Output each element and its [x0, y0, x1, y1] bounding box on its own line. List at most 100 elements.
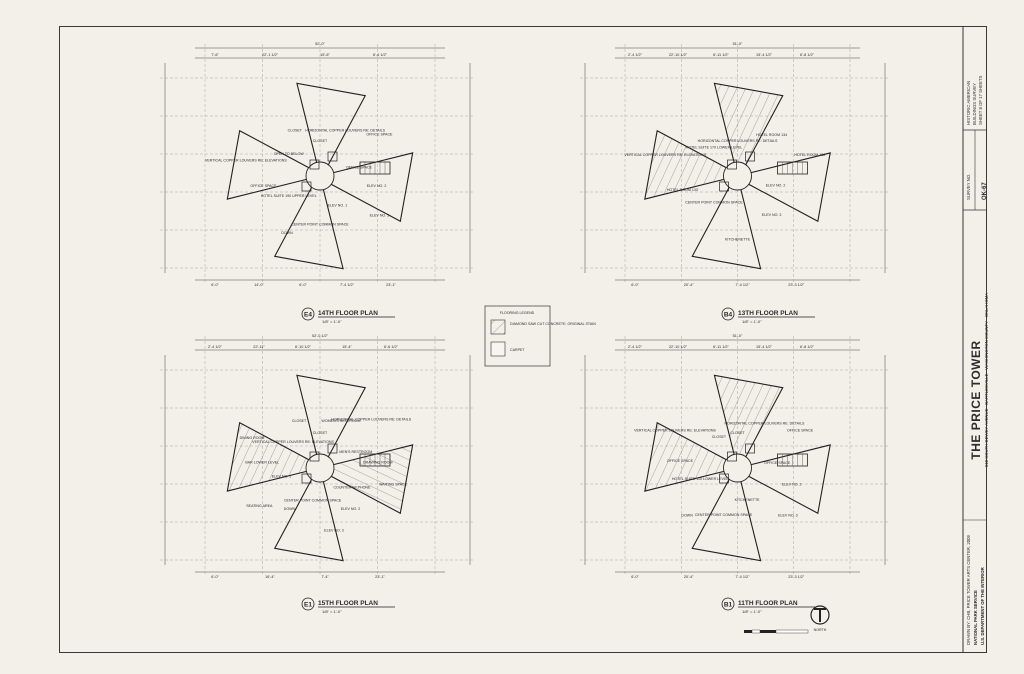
dimension-top: 6'-4 1/2" — [373, 53, 388, 57]
dimension-top: 51'-0" — [733, 42, 743, 46]
room-label: HOTEL ROOM 136 — [794, 153, 825, 157]
sheet-address: 510 SOUTH DEWEY AVENUE · BARTLESVILLE · … — [984, 293, 989, 467]
room-label: HOTEL SUITE 170 LOWER LEVEL — [686, 145, 743, 149]
graphic-scale — [744, 629, 809, 634]
dimension-bottom: 23'-3 1/2" — [788, 575, 805, 579]
room-label: CENTER POINT COMMON SPACE — [291, 222, 349, 226]
room-label: HORIZONTAL COPPER LOUVERS RE: DETAILS — [305, 129, 385, 133]
dimension-top: 6'-8 1/2" — [800, 53, 815, 57]
room-label: OFFICE SPACE — [667, 459, 694, 463]
room-label: COUNTER W/ PHONE — [333, 485, 371, 489]
floor-plans: 52'-0"7'-6"22'-1 1/2"15'-6"6'-4 1/2"6'-0… — [160, 42, 890, 614]
habs-line1: HISTORIC AMERICAN — [966, 81, 971, 125]
survey-number: OK-67 — [982, 182, 988, 200]
floor-plan-b4: 51'-0"2'-4 1/2"22'-10 1/2"6'-11 1/2"15'-… — [580, 42, 890, 324]
dimension-bottom: 6'-0" — [631, 283, 639, 287]
plan-id: E1 — [304, 602, 312, 609]
agency-line1: NATIONAL PARK SERVICE — [973, 590, 978, 645]
room-label: DOWN — [284, 507, 296, 511]
wing-outline — [644, 421, 739, 492]
elevator-shaft — [745, 151, 755, 162]
dimension-bottom: 23'-1" — [375, 575, 385, 579]
elevator-shaft — [301, 181, 312, 192]
dimension-top: 22'-1 1/2" — [262, 53, 279, 57]
room-label: OFFICE SPACE — [787, 428, 814, 432]
wing-outline — [273, 174, 344, 270]
room-label: ELEV NO. 2 — [782, 482, 802, 486]
plan-scale: 1/8" = 1'-0" — [322, 319, 342, 324]
dimension-top: 2'-4 1/2" — [628, 53, 643, 57]
room-label: HORIZONTAL COPPER LOUVERS RE: DETAILS — [725, 421, 805, 425]
dimension-top: 22'-11" — [253, 345, 265, 349]
plan-id: B4 — [724, 312, 733, 319]
wing-outline — [644, 129, 739, 200]
room-label: HOTEL SUITE 110 LOWER LEVEL — [672, 477, 729, 481]
room-label: DINING ROOM — [240, 436, 265, 440]
plan-title-tag: E4 14TH FLOOR PLAN 1/8" = 1'-0" — [301, 307, 395, 324]
room-label: ELEV NO. 3 — [324, 529, 344, 533]
dimension-top: 6'-6 1/2" — [384, 345, 399, 349]
dimension-bottom: 6'-0" — [631, 575, 639, 579]
room-label: CLOSET — [288, 129, 303, 133]
dimension-bottom: 7'-4 1/2" — [736, 575, 751, 579]
dimension-bottom: 20'-4" — [684, 283, 694, 287]
room-label: BAR LOWER LEVEL — [245, 460, 279, 464]
dimension-bottom: 7'-4 1/2" — [736, 283, 751, 287]
room-label: WOMEN'S RESTROOM — [321, 419, 360, 423]
wing-outline — [226, 421, 322, 492]
legend-item-concrete: DIAMOND SAW CUT CONCRETE, ORIGINAL STAIN — [510, 322, 596, 326]
room-label: ELEV NO. 1 — [272, 474, 292, 478]
room-label: KITCHENETTE — [725, 238, 751, 242]
habs-line2: BUILDINGS SURVEY — [972, 83, 977, 125]
plan-scale: 1/8" = 1'-0" — [322, 609, 342, 614]
dimension-top: 22'-10 1/2" — [669, 53, 688, 57]
plan-id: B1 — [724, 602, 733, 609]
dimension-bottom: 6'-0" — [299, 283, 307, 287]
room-label: WAITING SPACE — [379, 483, 408, 487]
room-label: CLOSET — [292, 419, 307, 423]
title-block: SURVEY NO. OK-67 HISTORIC AMERICAN BUILD… — [962, 26, 989, 653]
sheet-number: SHEET 8 OF 17 SHEETS — [978, 76, 983, 125]
room-label: OFFICE SPACE — [250, 184, 277, 188]
plan-title: 13TH FLOOR PLAN — [738, 310, 798, 317]
legend-title: FLOORING LEGEND — [500, 311, 535, 315]
room-label: SEATING AREA — [246, 504, 273, 508]
dimension-top: 15'-4 1/2" — [756, 53, 773, 57]
room-label: HORIZONTAL COPPER LOUVERS RE: DETAILS — [331, 417, 411, 421]
elevator-shaft — [309, 159, 320, 170]
room-label: OFFICE SPACE — [346, 165, 373, 169]
dimension-top: 22'-10 1/2" — [669, 345, 688, 349]
room-label: DRAWING ROOM — [363, 460, 392, 464]
plan-title: 14TH FLOOR PLAN — [318, 310, 378, 317]
room-label: OFFICE SPACE — [764, 461, 791, 465]
wing-outline — [296, 82, 367, 178]
room-label: CLOSET — [712, 435, 727, 439]
dimension-top: 15'-4 1/2" — [756, 345, 773, 349]
elevator-shaft — [719, 473, 729, 484]
room-label: CLOSET — [313, 431, 328, 435]
room-label: MEN'S RESTROOM — [339, 450, 372, 454]
dimension-top: 6'-8 1/2" — [800, 345, 815, 349]
plan-title: 11TH FLOOR PLAN — [738, 600, 798, 607]
dimension-top: 2'-4 1/2" — [208, 345, 223, 349]
north-arrow: NORTH — [810, 605, 830, 632]
dimension-bottom: 16'-4" — [265, 575, 275, 579]
room-label: DOWN — [281, 231, 293, 235]
elevator-shaft — [309, 451, 320, 462]
elevator-shaft — [745, 443, 755, 454]
dimension-top: 2'-4 1/2" — [628, 345, 643, 349]
sheet-border — [59, 26, 987, 653]
wing-outline — [713, 374, 784, 470]
elevator-shaft — [327, 443, 338, 454]
dimension-bottom: 6'-0" — [211, 283, 219, 287]
dimension-bottom: 7'-4 1/2" — [340, 283, 355, 287]
room-label: HOTEL SUITE 190 UPPER LEVEL — [261, 194, 317, 198]
wing-outline — [691, 466, 762, 562]
room-label: CLOSET — [313, 139, 328, 143]
room-label: VERTICAL COPPER LOUVERS RE: ELEVATIONS — [634, 428, 716, 432]
dimension-top: 52'-0" — [315, 42, 325, 46]
room-label: VERTICAL COPPER LOUVERS RE: ELEVATIONS — [252, 440, 334, 444]
plan-id: E4 — [304, 312, 312, 319]
